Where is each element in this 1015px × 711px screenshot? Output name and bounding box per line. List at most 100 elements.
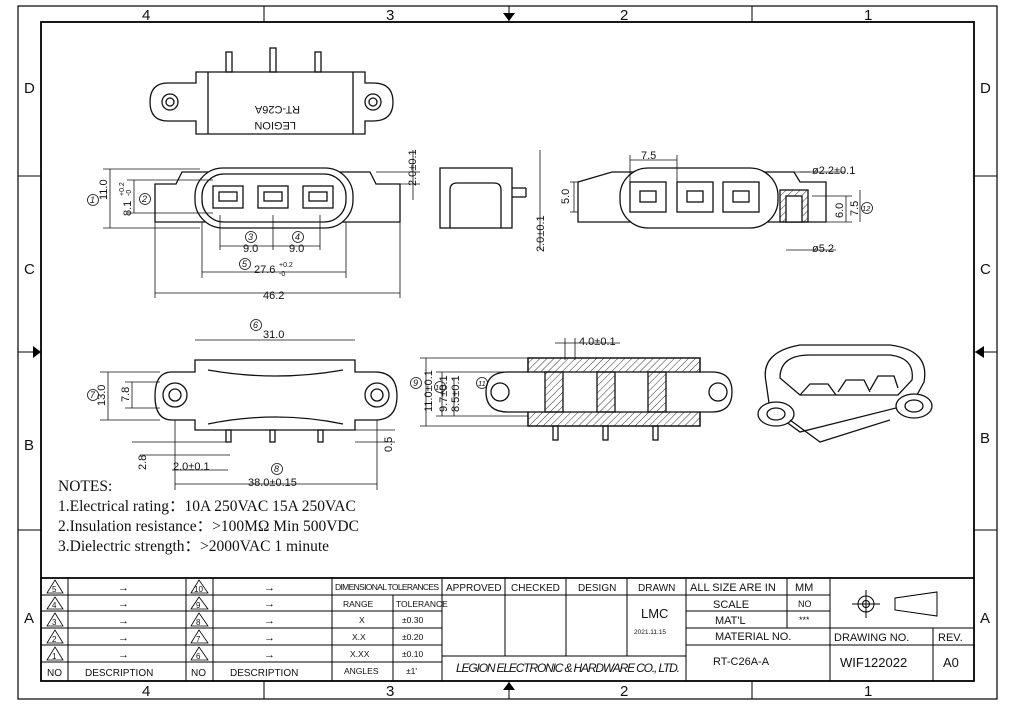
rev-no-5: 5 (52, 585, 57, 594)
dim-5-0: 5.0 (560, 189, 572, 204)
drawn-by: LMC (641, 606, 668, 621)
design-label: DESIGN (578, 583, 616, 594)
unit-value: MM (795, 582, 813, 594)
bottom-view (154, 359, 398, 443)
rev-arrow-r7: → (264, 632, 275, 644)
dim-8-5: 8.5±0.1 (450, 375, 462, 412)
balloons: 1 2 3 4 5 6 7 8 9 10 11 12 (87, 193, 873, 475)
zone-col-top-1: 1 (864, 7, 872, 24)
dim-9-0-a: 9.0 (243, 243, 258, 255)
part-label: LEGION RT-C26A (254, 103, 300, 131)
rev-no-8: 8 (196, 618, 201, 627)
drawn-date: 2021.11.15 (634, 629, 666, 636)
dim-6-0: 6.0 (834, 203, 846, 218)
section-view (485, 357, 733, 441)
rev-no-header-right: NO (191, 668, 206, 679)
zone-row-left-a: A (24, 610, 34, 627)
side-view (439, 167, 527, 229)
balloon-7-label: 7 (90, 390, 96, 400)
zone-row-right-d: D (980, 80, 991, 97)
zone-row-right-c: C (980, 261, 991, 278)
dim-11-0-sec: 11.0±0.1 (423, 370, 435, 412)
balloon-11 (476, 377, 488, 389)
dim-27-6: 27.6 (254, 264, 275, 276)
balloon-1-label: 1 (90, 195, 95, 205)
dim-46-2: 46.2 (263, 290, 284, 302)
balloon-9-label: 9 (413, 378, 418, 388)
zone-col-bottom-4: 4 (142, 683, 150, 700)
balloon-8 (271, 463, 283, 475)
notes-block: NOTES: 1.Electrical rating：10A 250VAC 15… (58, 477, 359, 557)
notes-title: NOTES: (58, 478, 113, 495)
rev-no-10: 10 (194, 585, 203, 594)
dim-8-1-tol-upper: +0.2 (119, 182, 126, 196)
matl-value: *** (799, 615, 810, 625)
rev-arrow-l4: → (118, 598, 129, 610)
rev-arrow-l5: → (118, 582, 129, 594)
balloon-12-label: 12 (862, 204, 871, 213)
zone-col-bottom-3: 3 (386, 683, 394, 700)
zone-col-bottom-2: 2 (620, 683, 628, 700)
balloon-10-label: 10 (435, 383, 444, 392)
dim-31-0: 31.0 (263, 329, 284, 341)
rev-no-6: 6 (196, 652, 201, 661)
balloon-8-label: 8 (274, 464, 279, 474)
dim-9-7: 9.7±0.1 (438, 375, 450, 412)
rev-triangle-7 (190, 629, 209, 644)
balloon-6 (250, 319, 262, 331)
dim-2-8: 2.8 (137, 455, 149, 470)
dim-13-0: 13.0 (96, 385, 108, 406)
rear-view-dim-lines (570, 155, 861, 251)
balloon-12 (861, 202, 873, 214)
dim-0-5: 0.5 (383, 437, 395, 452)
rear-view (577, 167, 827, 229)
balloon-10 (434, 381, 446, 393)
drawing-no: WIF122022 (840, 655, 907, 670)
section-view-dim-lines (420, 338, 620, 427)
isometric-view (757, 344, 933, 443)
tolerance-x: ±0.30 (402, 615, 423, 625)
dim-2-0-top: 2.0±0.1 (407, 149, 419, 186)
part-label-brand: LEGION (254, 119, 296, 131)
rev-triangle-4 (46, 596, 64, 610)
center-arrow-bottom (503, 682, 515, 690)
rev-arrow-l2: → (118, 632, 129, 644)
projection-symbol (852, 590, 938, 618)
balloon-5-label: 5 (242, 259, 248, 269)
title-block (41, 577, 974, 681)
balloon-6-label: 6 (253, 320, 258, 330)
rev-arrow-l1: → (118, 649, 129, 661)
rev-no-2: 2 (52, 635, 57, 644)
dim-7-8: 7.8 (120, 387, 132, 402)
matl-label: MAT'L (715, 615, 746, 627)
rev-triangle-10 (190, 579, 209, 594)
dim-2-0-bottom: 2.0±0.1 (173, 461, 210, 473)
company-name: LEGION ELECTRONIC & HARDWARE CO., LTD. (456, 661, 680, 675)
drawing-no-label: DRAWING NO. (834, 632, 909, 644)
range-x: X (359, 615, 365, 625)
rev-no-3: 3 (52, 618, 57, 627)
tolerances-header: DIMENSIONAL TOLERANCES (335, 582, 439, 592)
dim-4-0: 4.0±0.1 (579, 336, 616, 348)
approved-label: APPROVED (446, 583, 502, 594)
bottom-view-dim-lines (100, 339, 395, 490)
dim-27-6-tol-upper: +0.2 (279, 262, 293, 269)
balloon-2-label: 2 (141, 194, 147, 204)
tolerance-xxx: ±0.10 (402, 649, 423, 659)
dim-2-2: ø2.2±0.1 (812, 165, 855, 177)
center-arrow-left (33, 346, 41, 358)
dim-27-6-tol-lower: -0 (279, 271, 285, 278)
zone-row-left-c: C (24, 261, 35, 278)
zone-col-top-3: 3 (386, 7, 394, 24)
rev-description-header-left: DESCRIPTION (85, 668, 153, 679)
rev-no-1: 1 (52, 652, 57, 661)
rev-arrow-r9: → (264, 598, 275, 610)
note-dielectric-strength: 3.Dielectric strength：>2000VAC 1 minute (58, 538, 330, 555)
balloon-5 (239, 258, 251, 270)
rev-triangle-2 (46, 629, 64, 644)
dim-8-1: 8.1 (122, 201, 134, 216)
balloon-7 (87, 389, 99, 401)
dim-11-0: 11.0 (98, 179, 110, 200)
balloon-3-label: 3 (248, 232, 253, 242)
tolerance-label: TOLERANCE (396, 599, 448, 609)
